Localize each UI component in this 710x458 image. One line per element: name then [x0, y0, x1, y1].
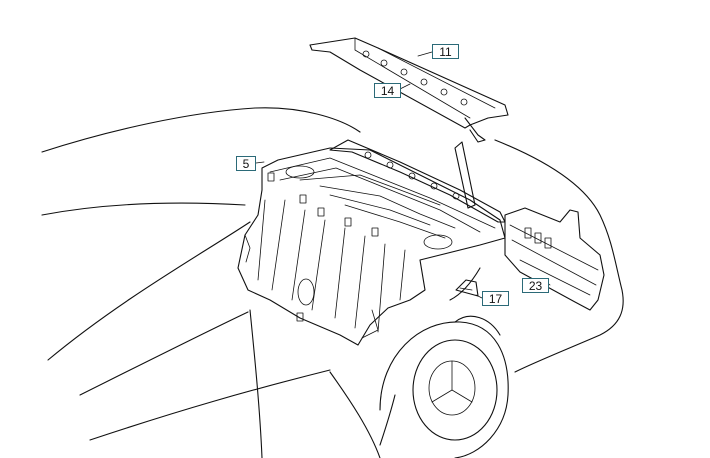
leader-lines	[255, 51, 551, 299]
callout-5[interactable]: 5	[236, 156, 256, 171]
side-member-assembly	[504, 207, 605, 311]
callout-17[interactable]: 17	[482, 291, 509, 306]
trunk-side-rail	[329, 139, 506, 223]
roof-rail-assembly	[309, 37, 509, 143]
rear-panel-assembly	[237, 147, 506, 346]
car-body-outline	[41, 107, 624, 458]
callout-11[interactable]: 11	[432, 44, 459, 59]
rear-wheel	[379, 315, 509, 458]
small-bracket	[455, 279, 479, 297]
callout-23[interactable]: 23	[522, 278, 549, 293]
callout-14[interactable]: 14	[374, 83, 401, 98]
